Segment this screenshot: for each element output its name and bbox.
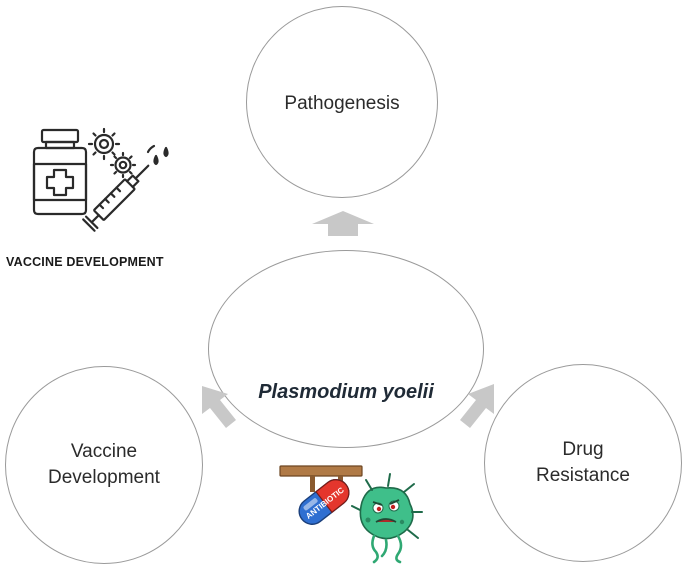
vaccine-development-node: Vaccine Development — [5, 366, 203, 564]
wooden-bar — [279, 465, 363, 477]
pathogenesis-node: Pathogenesis — [246, 6, 438, 198]
vaccine-development-label-line-2: Development — [48, 466, 160, 488]
plasmodium-yoelii-label: Plasmodium yoelii — [258, 381, 434, 403]
drug-resistance-node: Drug Resistance — [484, 364, 682, 562]
drug-resistance-label-line-2: Resistance — [536, 464, 630, 486]
plasmodium-yoelii-node: Plasmodium yoelii — [208, 250, 484, 448]
bacterium-shape — [351, 473, 423, 564]
vaccine-development-caption: VACCINE DEVELOPMENT — [6, 255, 164, 269]
arrow-up-to-pathogenesis — [312, 211, 374, 236]
arrow-to-vaccine-development — [202, 386, 236, 428]
vaccine-development-label: Vaccine Development — [6, 439, 202, 490]
drug-resistance-label: Drug Resistance — [485, 437, 681, 488]
arrow-to-drug-resistance — [460, 384, 494, 428]
arrow-up-shape — [312, 211, 374, 236]
arrow-down-left-shape — [202, 386, 236, 428]
wooden-post — [310, 476, 315, 492]
drug-resistance-label-line-1: Drug — [562, 439, 604, 460]
antibiotic-capsule: ANTIBIOTIC — [298, 479, 350, 525]
antibiotic-capsule-vs-bacterium-icon: ANTIBIOTIC — [279, 465, 423, 564]
arrow-down-right-shape — [460, 384, 494, 428]
vaccine-development-label-line-1: Vaccine — [70, 441, 138, 462]
pathogenesis-label: Pathogenesis — [284, 93, 400, 114]
vaccine-development-icon — [32, 127, 169, 232]
